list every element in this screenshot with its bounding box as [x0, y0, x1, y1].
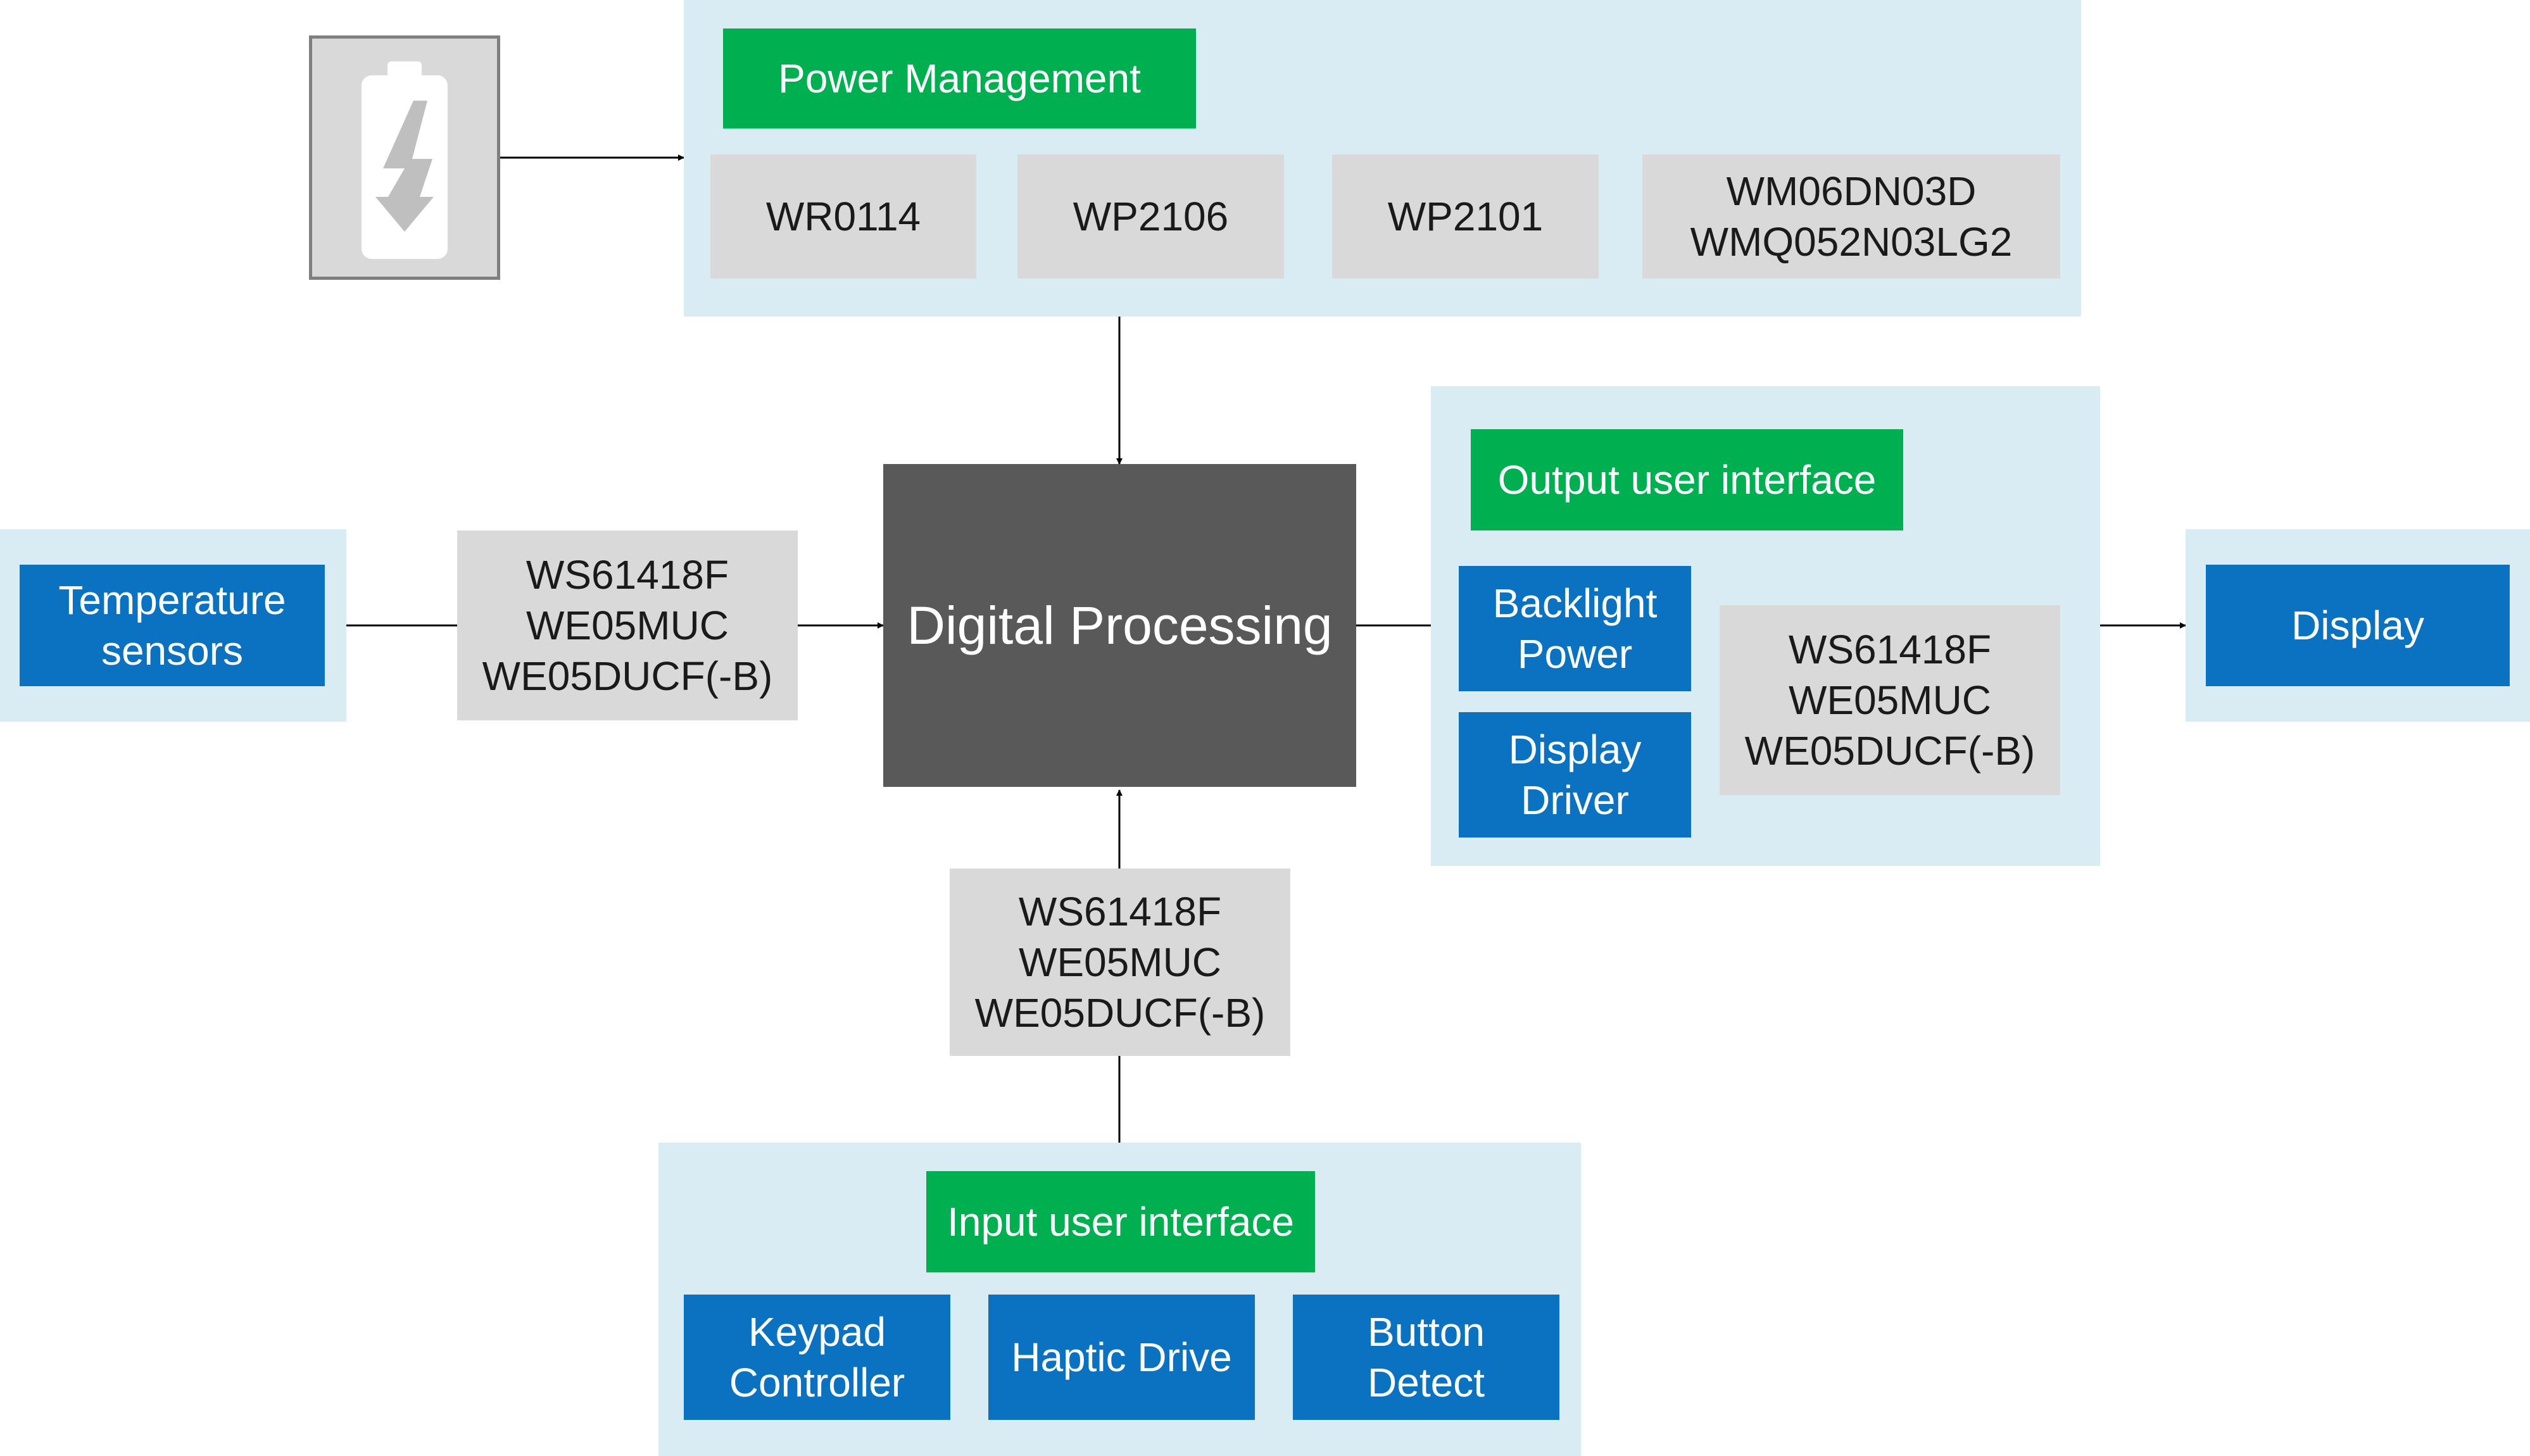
part-label: WE05DUCF(-B)	[482, 653, 773, 699]
part-label: WE05DUCF(-B)	[1744, 728, 2036, 774]
output-parts: WS61418F WE05MUC WE05DUCF(-B)	[1720, 605, 2060, 795]
temperature-sensors-block: Temperature sensors	[20, 565, 325, 686]
block-label: Backlight	[1492, 581, 1658, 626]
block-label: Button	[1367, 1309, 1485, 1355]
part-label: WE05MUC	[1018, 939, 1222, 985]
digital-processing-block: Digital Processing	[883, 464, 1356, 787]
temperature-parts: WS61418F WE05MUC WE05DUCF(-B)	[457, 530, 798, 720]
button-detect-block: Button Detect	[1293, 1295, 1559, 1420]
part-label: WE05MUC	[526, 603, 729, 648]
part-label: WE05DUCF(-B)	[974, 990, 1266, 1036]
part-label: WS61418F	[526, 552, 729, 598]
part-wm06dn03d: WM06DN03D WMQ052N03LG2	[1642, 154, 2060, 279]
part-label: WR0114	[765, 194, 921, 239]
battery-charging-icon	[362, 61, 448, 259]
part-label: WS61418F	[1018, 889, 1222, 934]
part-label: WP2106	[1073, 194, 1229, 239]
input-ui-title: Input user interface	[926, 1171, 1315, 1272]
part-wr0114: WR0114	[710, 154, 976, 279]
block-label: Keypad	[748, 1309, 886, 1355]
haptic-drive-block: Haptic Drive	[988, 1295, 1255, 1420]
battery-box	[309, 35, 500, 280]
block-label: Detect	[1368, 1360, 1485, 1405]
block-label: Temperature	[58, 577, 286, 623]
output-ui-title: Output user interface	[1471, 429, 1903, 530]
block-label: Display	[1508, 727, 1642, 772]
block-label: Driver	[1521, 777, 1629, 823]
part-label: WM06DN03D	[1726, 168, 1977, 214]
block-label: sensors	[101, 628, 244, 674]
input-parts: WS61418F WE05MUC WE05DUCF(-B)	[950, 869, 1290, 1056]
keypad-controller-block: Keypad Controller	[684, 1295, 950, 1420]
block-label: Haptic Drive	[1011, 1334, 1232, 1380]
backlight-power-block: Backlight Power	[1459, 566, 1691, 691]
block-label: Controller	[729, 1360, 905, 1405]
part-label: WE05MUC	[1788, 677, 1992, 723]
display-driver-block: Display Driver	[1459, 712, 1691, 838]
part-wp2101: WP2101	[1332, 154, 1599, 279]
part-wp2106: WP2106	[1017, 154, 1284, 279]
power-management-title: Power Management	[723, 28, 1196, 129]
display-block: Display	[2206, 565, 2510, 686]
part-label: WMQ052N03LG2	[1690, 219, 2013, 265]
part-label: WP2101	[1387, 194, 1544, 239]
part-label: WS61418F	[1788, 627, 1992, 672]
block-label: Power	[1517, 631, 1633, 677]
